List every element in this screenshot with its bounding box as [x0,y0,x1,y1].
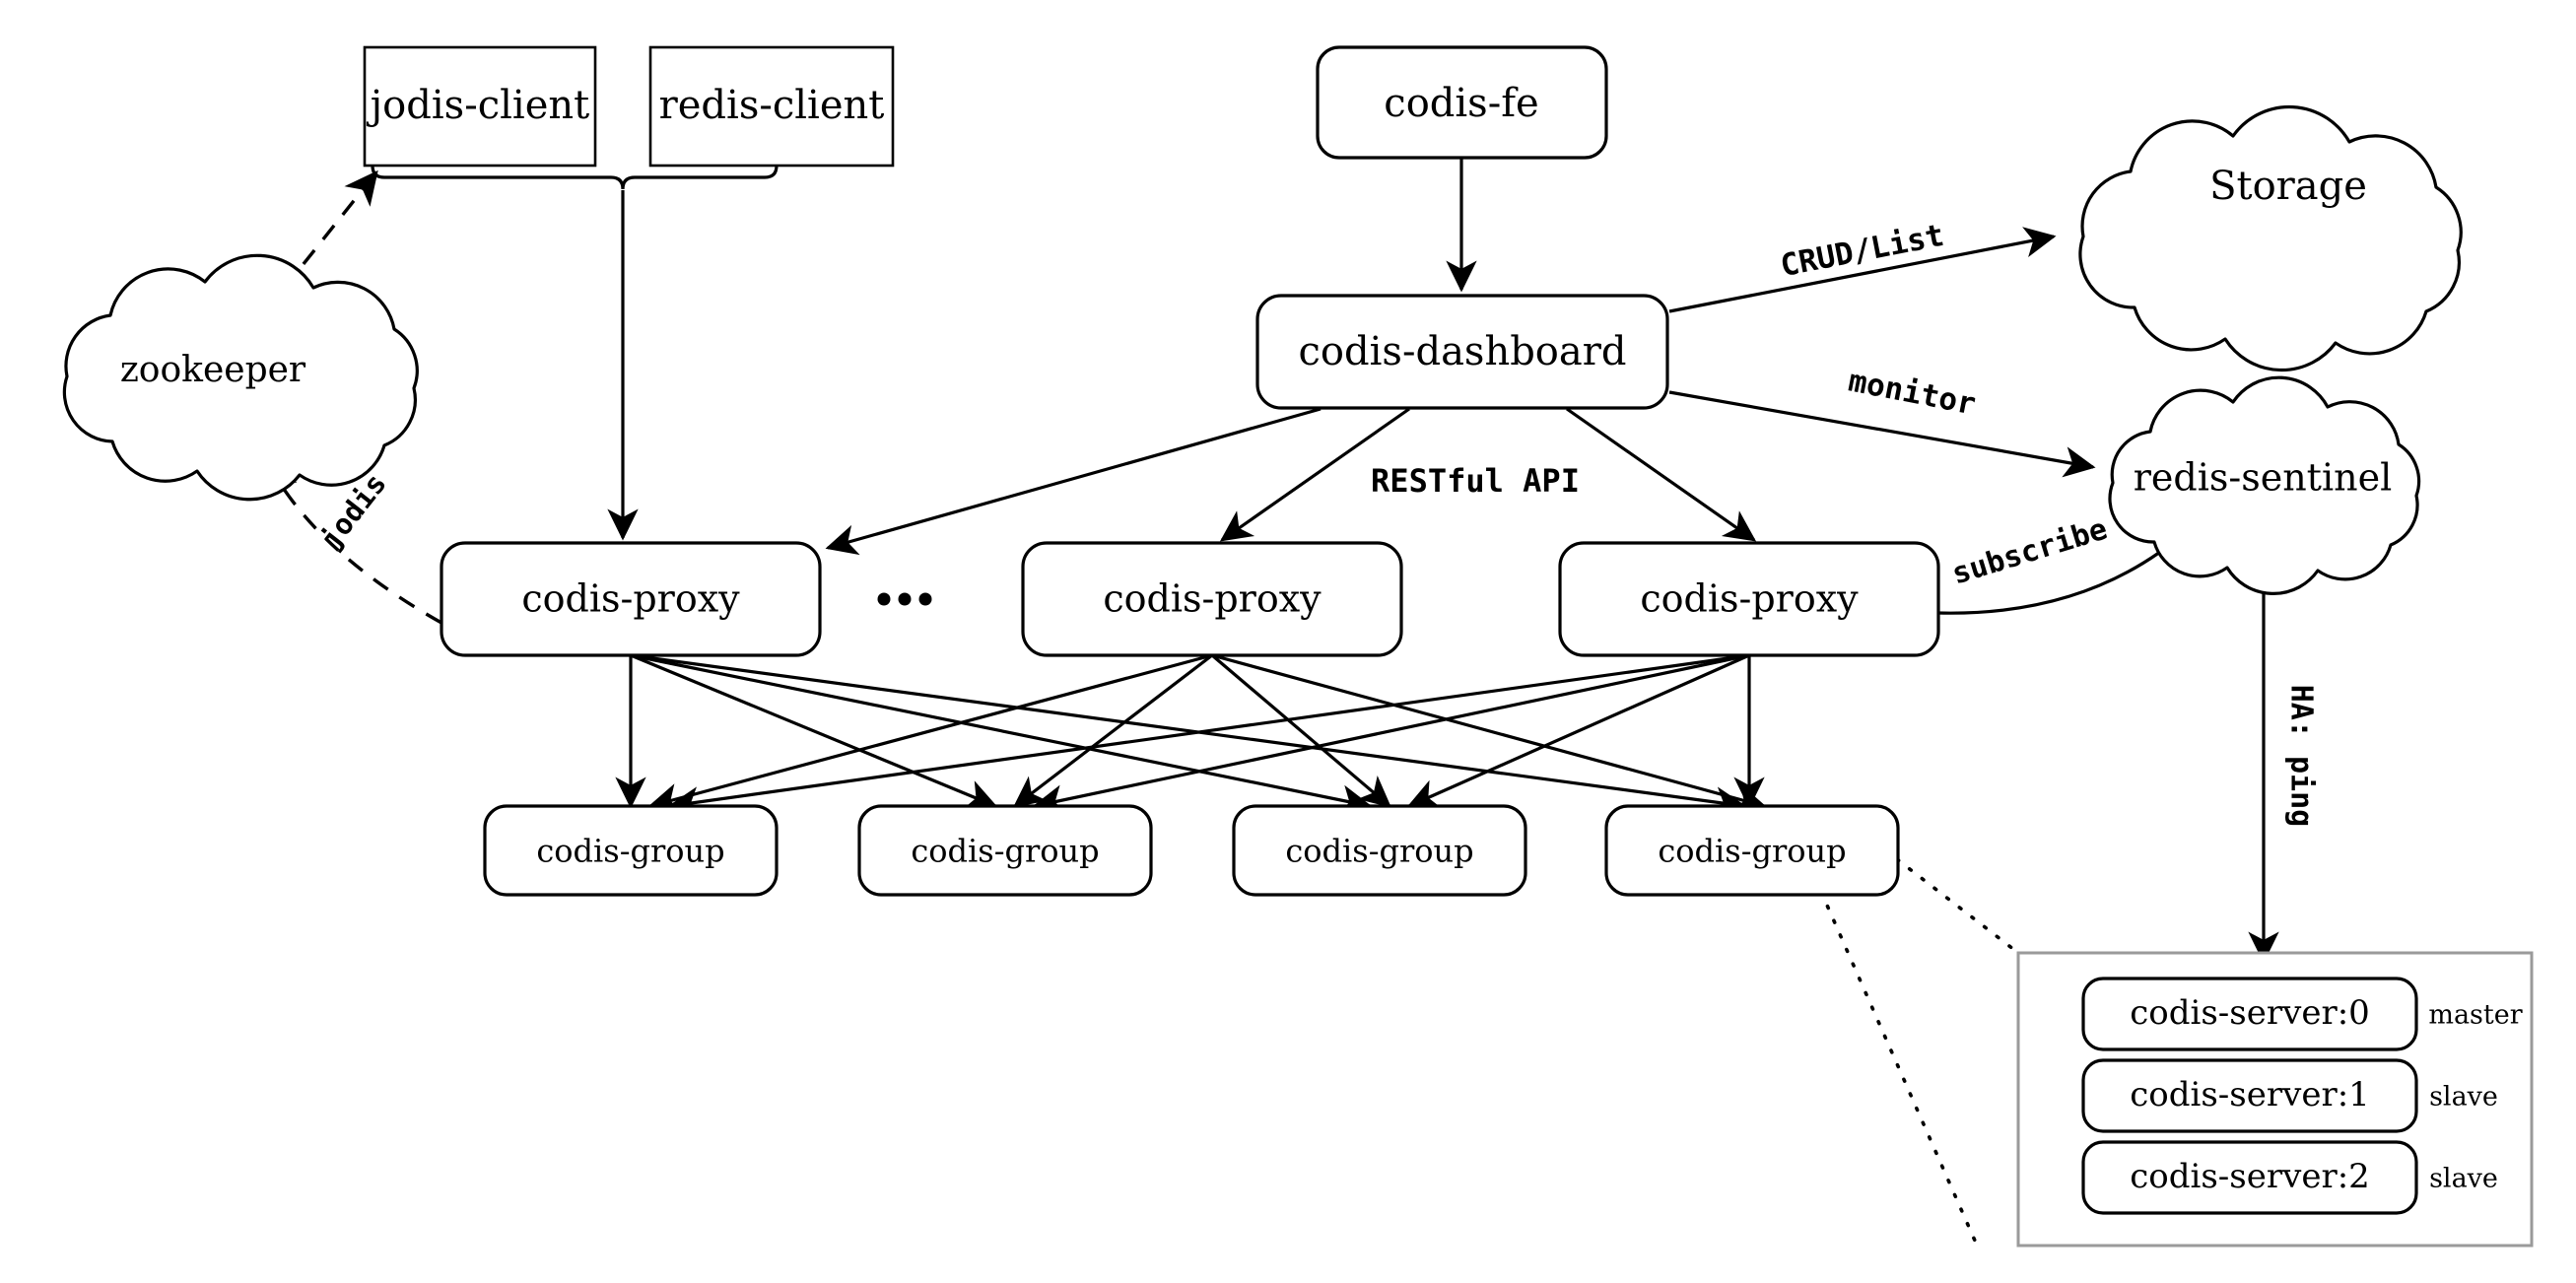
node-zookeeper[interactable]: zookeeper [62,253,419,502]
codis-fe-label: codis-fe [1384,81,1538,126]
codis-group-2-label: codis-group [911,833,1099,870]
node-storage[interactable]: Storage [2078,104,2463,372]
edge-dashboard-to-proxy-2 [1219,407,1410,542]
proxy-group-mesh [615,653,1767,818]
proxy-ellipsis [877,592,932,606]
node-codis-proxy-1[interactable]: codis-proxy [440,541,822,657]
edge-label-ha-ping: HA: ping [2284,685,2319,828]
node-codis-dashboard[interactable]: codis-dashboard [1255,294,1669,410]
node-codis-proxy-3[interactable]: codis-proxy [1558,541,1940,657]
codis-dashboard-label: codis-dashboard [1299,329,1627,374]
storage-label: Storage [2209,164,2367,209]
edge-proxy3-group3 [1406,653,1750,809]
edge-proxy1-group2 [630,653,998,810]
edge-label-restful-api: RESTful API [1371,462,1580,500]
expansion-line-top [1895,857,2020,955]
edge-proxy-to-zookeeper-jodis [266,460,442,625]
codis-group-3-label: codis-group [1285,833,1473,870]
codis-server-0-label: codis-server:0 [2130,993,2370,1033]
codis-proxy-2-label: codis-proxy [1103,577,1322,621]
jodis-client-label: jodis-client [367,83,589,128]
codis-server-1-role: slave [2429,1082,2498,1113]
edge-proxy3-group2 [1032,653,1750,816]
detail-server-row-0[interactable]: codis-server:0 master [2081,977,2523,1051]
edge-dashboard-to-proxy-1 [825,407,1322,556]
codis-proxy-1-label: codis-proxy [521,577,740,621]
edge-dashboard-to-storage [1668,227,2057,313]
node-codis-group-4[interactable]: codis-group [1604,804,1900,897]
codis-server-2-label: codis-server:2 [2130,1157,2370,1196]
zookeeper-label: zookeeper [120,350,306,390]
node-redis-client[interactable]: redis-client [648,45,895,168]
node-codis-group-1[interactable]: codis-group [483,804,779,897]
node-codis-group-3[interactable]: codis-group [1232,804,1527,897]
expansion-line-bottom [1819,890,1981,1251]
codis-group-1-label: codis-group [536,833,724,870]
codis-group-detail-frame: codis-server:0 master codis-server:1 sla… [2016,951,2534,1248]
node-jodis-client[interactable]: jodis-client [363,45,597,168]
redis-client-label: redis-client [659,83,885,128]
codis-server-2-role: slave [2429,1164,2498,1194]
node-codis-fe[interactable]: codis-fe [1316,45,1608,160]
edge-proxy1-group3 [630,653,1373,816]
codis-server-0-role: master [2428,1000,2522,1031]
node-codis-proxy-2[interactable]: codis-proxy [1021,541,1403,657]
edge-proxy3-group1 [667,653,1750,818]
edge-dashboard-to-sentinel [1668,390,2096,478]
node-codis-group-2[interactable]: codis-group [857,804,1153,897]
edge-proxy1-group4 [630,653,1747,818]
edge-proxy2-group2 [1012,653,1213,808]
edge-label-monitor: monitor [1846,363,1979,422]
codis-group-4-label: codis-group [1658,833,1846,870]
edge-proxy2-group4 [1211,653,1767,814]
edge-label-subscribe: subscribe [1948,512,2112,592]
codis-proxy-3-label: codis-proxy [1640,577,1859,621]
codis-server-1-label: codis-server:1 [2130,1075,2370,1114]
detail-server-row-1[interactable]: codis-server:1 slave [2081,1058,2498,1133]
detail-server-row-2[interactable]: codis-server:2 slave [2081,1140,2498,1215]
node-redis-sentinel[interactable]: redis-sentinel [2108,375,2421,595]
redis-sentinel-label: redis-sentinel [2134,456,2392,500]
edge-proxy2-group3 [1210,653,1391,808]
edge-proxy2-group1 [647,653,1213,814]
client-brace [371,165,779,190]
edge-dashboard-to-proxy-3 [1566,407,1757,542]
